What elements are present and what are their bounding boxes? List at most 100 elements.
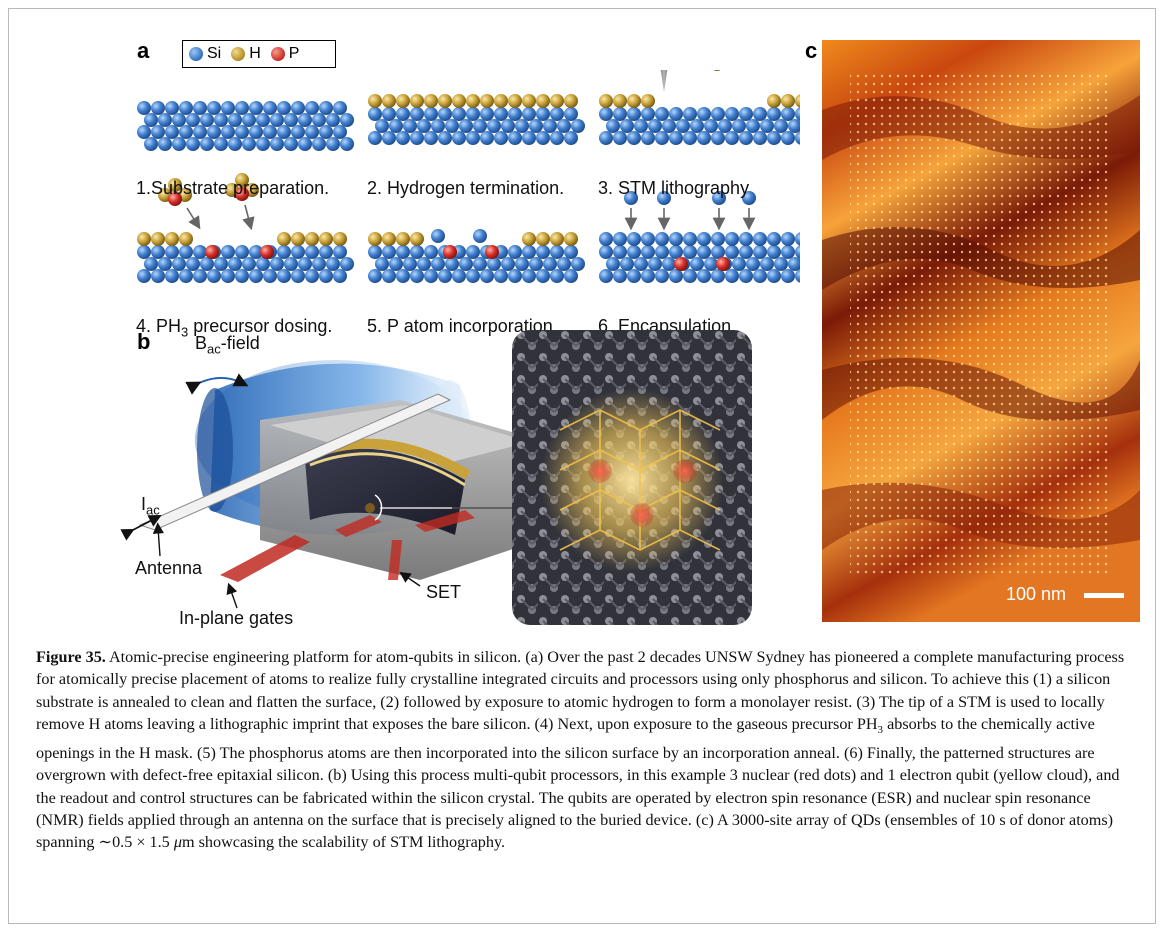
si-atom — [326, 137, 340, 151]
si-atom — [655, 245, 669, 259]
si-atom — [697, 232, 711, 246]
si-atom — [270, 113, 284, 127]
antenna-label: Antenna — [135, 558, 203, 578]
si-atom — [564, 269, 578, 283]
si-atom — [753, 107, 767, 121]
si-atom — [690, 119, 704, 133]
si-atom — [151, 245, 165, 259]
caption-mu-symbol: μ — [173, 833, 182, 852]
si-atom — [480, 269, 494, 283]
si-atom — [641, 245, 655, 259]
step-4-text: 4. PH — [136, 316, 182, 336]
si-atom — [389, 119, 403, 133]
si-atom — [368, 131, 382, 145]
si-atom — [494, 131, 508, 145]
panel-b-device-diagram — [120, 330, 752, 625]
si-atom — [712, 191, 726, 205]
si-atom — [452, 131, 466, 145]
si-atom — [718, 119, 732, 133]
dosing-arrow — [242, 204, 255, 231]
si-atom — [382, 131, 396, 145]
si-atom — [410, 131, 424, 145]
si-atom — [277, 245, 291, 259]
si-atom — [641, 131, 655, 145]
si-atom — [221, 101, 235, 115]
si-atom — [284, 137, 298, 151]
si-atom — [137, 125, 151, 139]
si-atom — [305, 101, 319, 115]
si-atom — [669, 131, 683, 145]
si-atom — [627, 269, 641, 283]
h-atom — [713, 70, 721, 71]
nuclear-qubit-3 — [630, 503, 654, 527]
h-atom — [480, 94, 494, 108]
si-atom — [144, 257, 158, 271]
si-atom — [193, 269, 207, 283]
si-atom — [627, 245, 641, 259]
si-atom — [151, 101, 165, 115]
si-atom — [627, 232, 641, 246]
h-atom — [781, 94, 795, 108]
si-atom — [508, 245, 522, 259]
in-plane-gates — [220, 510, 475, 582]
lattice-inset — [512, 330, 752, 625]
si-atom — [333, 101, 347, 115]
si-atom — [753, 245, 767, 259]
si-atom — [165, 269, 179, 283]
si-atom — [319, 101, 333, 115]
h-atom — [333, 232, 347, 246]
si-atom — [438, 269, 452, 283]
si-atom — [172, 113, 186, 127]
h-atom — [368, 232, 382, 246]
h-atom — [536, 94, 550, 108]
si-atom — [613, 245, 627, 259]
si-atom — [256, 137, 270, 151]
h-atom — [319, 232, 333, 246]
h-atom — [550, 94, 564, 108]
si-atom — [151, 269, 165, 283]
p-atom — [260, 245, 274, 259]
si-atom — [753, 131, 767, 145]
electron-cloud — [540, 388, 724, 572]
p-atom — [168, 192, 182, 206]
si-atom — [424, 107, 438, 121]
si-atom — [305, 125, 319, 139]
qd-array — [850, 70, 1112, 578]
si-atom — [291, 101, 305, 115]
si-atom — [137, 101, 151, 115]
si-atom — [340, 137, 354, 151]
h-atom — [291, 232, 305, 246]
si-atom — [711, 107, 725, 121]
si-atom — [431, 119, 445, 133]
si-atom — [382, 107, 396, 121]
step-4-suffix: precursor dosing. — [188, 316, 333, 336]
si-atom — [711, 232, 725, 246]
si-atom — [466, 107, 480, 121]
si-atom — [200, 137, 214, 151]
si-atom — [515, 257, 529, 271]
h-atom — [410, 94, 424, 108]
si-atom — [627, 107, 641, 121]
si-atom — [655, 269, 669, 283]
si-atom — [508, 107, 522, 121]
h-atom — [424, 94, 438, 108]
si-atom — [158, 113, 172, 127]
step-5-label: 5. P atom incorporation. — [367, 316, 558, 336]
si-atom — [557, 119, 571, 133]
si-atom — [137, 245, 151, 259]
si-atom — [291, 269, 305, 283]
si-atom — [795, 107, 800, 121]
p-atom — [205, 245, 219, 259]
iac-symbol: I — [141, 494, 147, 514]
si-atom — [781, 232, 795, 246]
si-atom — [193, 245, 207, 259]
si-atom — [263, 101, 277, 115]
p-atom — [716, 257, 730, 271]
si-atom — [298, 257, 312, 271]
si-atom — [501, 257, 515, 271]
caption-text-2: absorbs to the chemically active opening… — [36, 715, 1120, 852]
si-atom — [620, 119, 634, 133]
si-atom — [781, 269, 795, 283]
si-atom — [466, 131, 480, 145]
si-atom — [403, 119, 417, 133]
